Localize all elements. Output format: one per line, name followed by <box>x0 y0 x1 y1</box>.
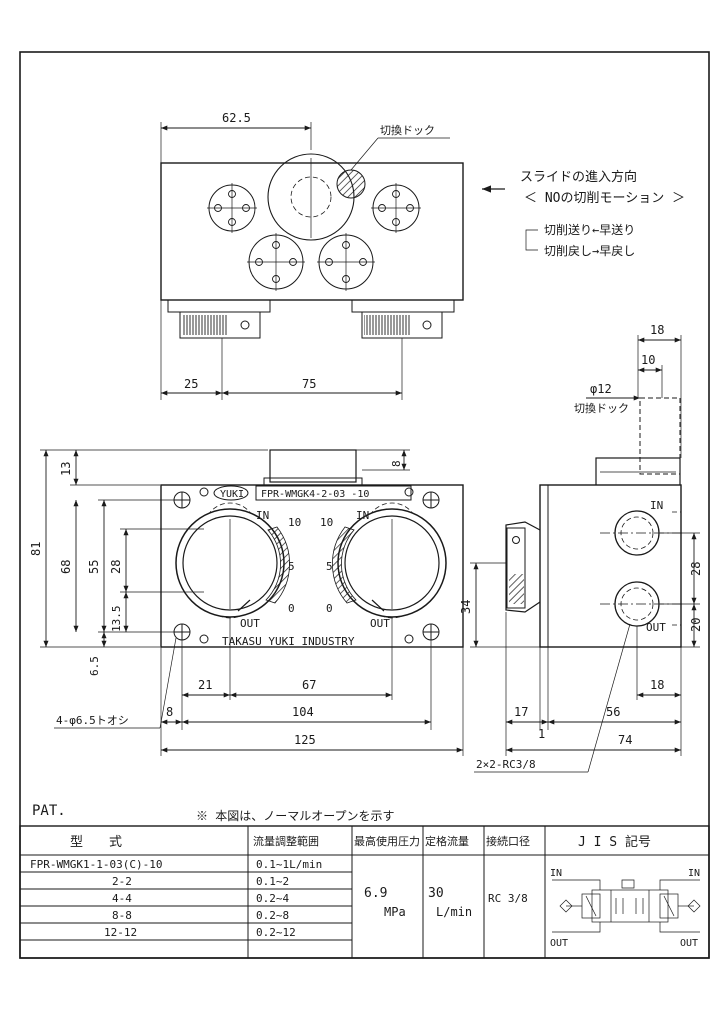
side-view: IN OUT 18 10 φ12 切換ドック 28 20 34 <box>459 323 703 773</box>
header-port-size: 接続口径 <box>486 834 530 848</box>
row-model: 8-8 <box>112 909 132 922</box>
jis-out-left: OUT <box>550 938 568 949</box>
note-return-line: 切削戻し→早戻し <box>544 244 635 258</box>
right-scale-min: 0 <box>326 602 333 615</box>
front-view: YUKI FPR-WMGK4-2-03 -10 TAKASU YUKI INDU… <box>29 449 464 756</box>
left-scale-min: 0 <box>288 602 295 615</box>
dim-74: 74 <box>618 733 632 747</box>
dim-55: 55 <box>87 560 101 574</box>
dim-81: 81 <box>29 542 43 556</box>
right-flow-dial: IN OUT 10 5 0 <box>320 502 447 630</box>
top-knob-right <box>351 299 455 339</box>
port-size-value: RC 3/8 <box>488 892 528 905</box>
row-range: 0.1~2 <box>256 875 289 888</box>
header-jis-symbol: J I S 記号 <box>578 834 651 850</box>
dim-56: 56 <box>606 705 620 719</box>
dim-8: 8 <box>166 705 173 719</box>
side-dock-label: 切換ドック <box>574 402 629 415</box>
direction-note: スライドの進入方向 ＜ NOの切削モーション ＞ 切削送り←早送り 切削戻し→早… <box>482 169 685 258</box>
header-rated-flow: 定格流量 <box>425 834 469 848</box>
dim-34: 34 <box>459 600 473 614</box>
row-model: FPR-WMGK1-1-03(C)-10 <box>30 858 162 871</box>
side-port-out: OUT <box>646 621 666 634</box>
note-feed-line: 切削送り←早送り <box>544 222 635 237</box>
dim-18: 18 <box>650 678 664 692</box>
right-scale-mid: 5 <box>326 560 333 573</box>
dim-8-top: 8 <box>390 460 403 467</box>
jis-symbol: IN IN OUT OUT <box>550 868 701 949</box>
dim-75: 75 <box>302 377 316 391</box>
front-mount-holes <box>173 487 440 644</box>
jis-in-left: IN <box>550 868 562 879</box>
pressure-value: 6.9 <box>364 886 387 901</box>
row-range: 0.2~12 <box>256 926 296 939</box>
pressure-unit: MPa <box>384 905 406 919</box>
row-model: 2-2 <box>112 875 132 888</box>
dim-62-5: 62.5 <box>222 111 251 125</box>
port-note: 2×2-RC3/8 <box>476 758 536 771</box>
right-port-out: OUT <box>370 617 390 630</box>
pat-label: PAT. <box>32 803 66 819</box>
dim-68: 68 <box>59 560 73 574</box>
dim-13: 13 <box>59 462 73 476</box>
company-name: TAKASU YUKI INDUSTRY <box>222 635 355 648</box>
header-flow-range: 流量調整範囲 <box>253 834 319 848</box>
left-scale-max: 10 <box>288 516 301 529</box>
front-horizontal-dims: 21 67 8 104 125 <box>160 617 464 756</box>
note-direction-line1: スライドの進入方向 <box>520 169 637 185</box>
right-port-in: IN <box>356 509 369 522</box>
plate-brand: YUKI <box>220 489 244 500</box>
top-knob-left <box>167 299 271 339</box>
top-dock-label: 切換ドック <box>380 124 435 137</box>
dim-28: 28 <box>109 560 123 574</box>
header-model: 型 式 <box>70 835 122 850</box>
jis-out-right: OUT <box>680 938 698 949</box>
dim-28-side: 28 <box>689 562 703 576</box>
note-direction-line2: ＜ NOの切削モーション ＞ <box>524 191 685 206</box>
dock-hatch-icon <box>336 169 366 199</box>
flow-unit: L/min <box>436 905 472 919</box>
plate-model: FPR-WMGK4-2-03 -10 <box>261 489 369 500</box>
row-range: 0.2~8 <box>256 909 289 922</box>
dim-125: 125 <box>294 733 316 747</box>
dim-67: 67 <box>302 678 316 692</box>
dim-104: 104 <box>292 705 314 719</box>
dim-20: 20 <box>689 618 703 632</box>
dim-21: 21 <box>198 678 212 692</box>
left-port-out: OUT <box>240 617 260 630</box>
left-flow-dial: IN OUT 10 5 0 <box>175 502 301 630</box>
dim-17: 17 <box>514 705 528 719</box>
jis-in-right: IN <box>688 868 700 879</box>
flow-value: 30 <box>428 886 444 901</box>
row-model: 4-4 <box>112 892 132 905</box>
dim-6-5: 6.5 <box>88 656 101 676</box>
hole-note: 4-φ6.5トオシ <box>56 714 129 727</box>
row-range: 0.2~4 <box>256 892 289 905</box>
top-port-holes <box>207 183 421 291</box>
dim-1: 1 <box>538 727 545 741</box>
dim-13-5: 13.5 <box>110 606 123 633</box>
left-scale-mid: 5 <box>288 560 295 573</box>
row-model: 12-12 <box>104 926 137 939</box>
row-range: 0.1~1L/min <box>256 858 322 871</box>
top-view: 切換ドック 62.5 25 75 <box>160 111 464 400</box>
side-port-in: IN <box>650 499 663 512</box>
header-max-pressure: 最高使用圧力 <box>354 834 420 848</box>
dim-18-top: 18 <box>650 323 664 337</box>
dim-10: 10 <box>641 353 655 367</box>
left-port-in: IN <box>256 509 269 522</box>
dim-25: 25 <box>184 377 198 391</box>
right-scale-max: 10 <box>320 516 333 529</box>
dim-dia12: φ12 <box>590 382 612 396</box>
spec-table: 型 式 流量調整範囲 最高使用圧力 定格流量 接続口径 J I S 記号 FPR… <box>19 825 710 959</box>
front-vertical-dims: 81 13 68 55 28 13.5 6.5 <box>29 449 268 676</box>
normal-open-remark: ※ 本図は、ノーマルオープンを示す <box>196 809 395 823</box>
